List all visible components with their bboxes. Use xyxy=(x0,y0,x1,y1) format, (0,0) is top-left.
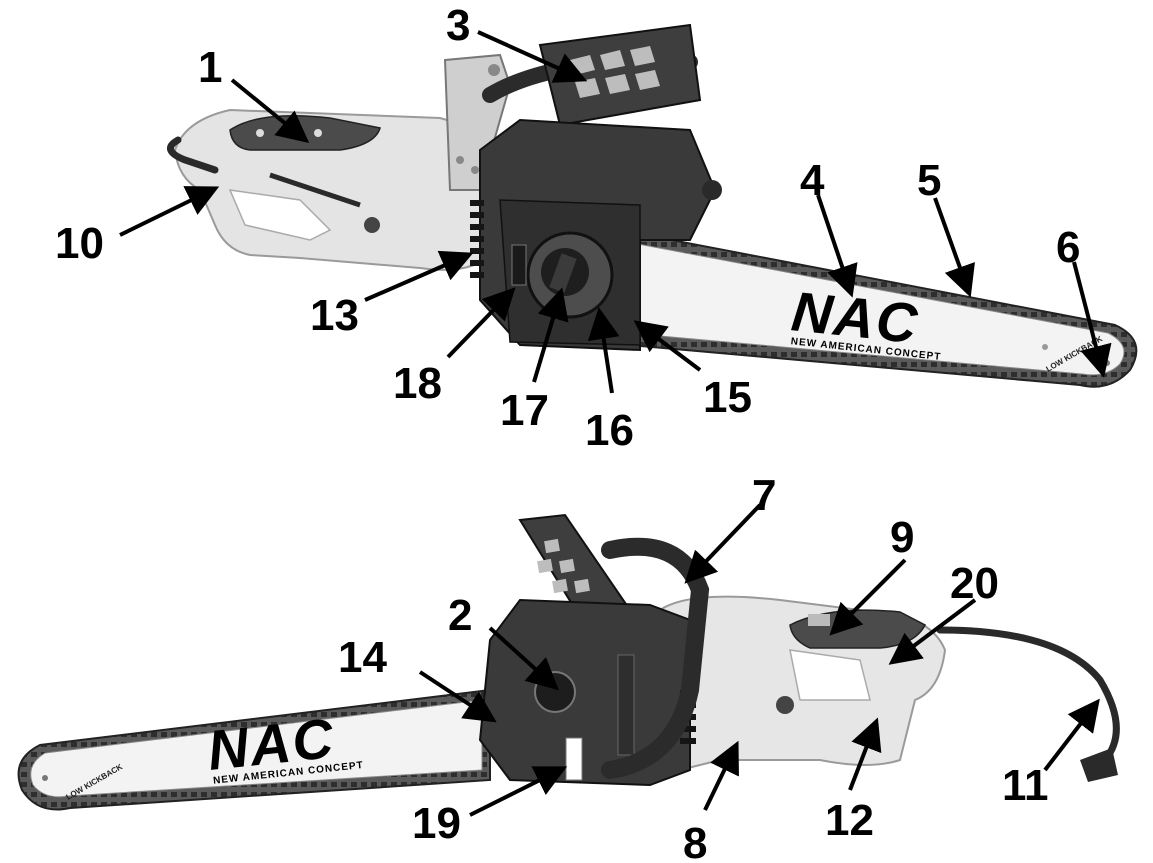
callout-10: 10 xyxy=(55,219,104,268)
callout-7: 7 xyxy=(752,471,776,520)
bottom-bar-logo: NAC xyxy=(205,706,338,782)
bottom-callouts xyxy=(418,503,1100,817)
top-guide-bar: NAC NEW AMERICAN CONCEPT LOW KICKBACK xyxy=(629,230,1138,388)
top-rear-body xyxy=(167,108,492,271)
callout-16: 16 xyxy=(585,406,634,455)
callout-9: 9 xyxy=(890,513,914,562)
top-chainsaw: NAC NEW AMERICAN CONCEPT LOW KICKBACK xyxy=(55,1,1138,455)
callout-2: 2 xyxy=(448,591,472,640)
callout-3: 3 xyxy=(446,1,470,50)
callout-11: 11 xyxy=(1002,761,1049,810)
bottom-rear-body xyxy=(659,595,1120,782)
top-hand-guard xyxy=(538,23,702,127)
bottom-guide-bar: NAC NEW AMERICAN CONCEPT LOW KICKBACK xyxy=(17,688,491,811)
callout-5: 5 xyxy=(917,156,941,205)
callout-20: 20 xyxy=(950,559,999,608)
callout-14: 14 xyxy=(338,633,387,682)
callout-12: 12 xyxy=(825,796,874,845)
bottom-front-handle xyxy=(601,537,710,779)
callout-15: 15 xyxy=(703,373,752,422)
callout-6: 6 xyxy=(1056,223,1080,272)
callout-1: 1 xyxy=(198,43,222,92)
bottom-chainsaw: NAC NEW AMERICAN CONCEPT LOW KICKBACK xyxy=(17,471,1120,863)
callout-13: 13 xyxy=(310,291,359,340)
callout-19: 19 xyxy=(412,799,461,848)
bottom-motor-housing xyxy=(478,598,696,787)
top-callouts xyxy=(119,30,1112,394)
callout-4: 4 xyxy=(800,156,825,205)
callout-18: 18 xyxy=(393,359,442,408)
callout-17: 17 xyxy=(500,386,549,435)
callout-8: 8 xyxy=(683,819,707,863)
